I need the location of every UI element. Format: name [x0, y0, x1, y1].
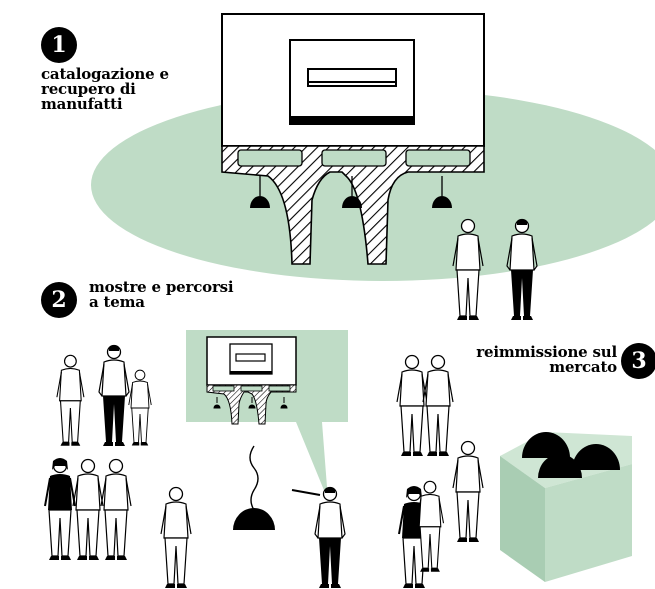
pendant-lamp	[233, 445, 275, 530]
visitor-man-shorts	[160, 486, 192, 589]
step-3-label: reimmissione sul mercato	[476, 343, 617, 376]
market-crate	[500, 432, 632, 582]
exhibition-panel	[186, 330, 348, 500]
step-2-label: mostre e percorsi a tema	[89, 278, 234, 311]
guide-pointing	[291, 486, 346, 589]
step-1-label: catalogazione e recupero di manufatti	[41, 65, 169, 113]
step-2-badge: 2	[41, 282, 77, 318]
visitors-group-2	[44, 457, 132, 561]
step-3-badge: 3	[621, 343, 655, 379]
visitors-group-3	[396, 354, 484, 589]
visitors-family	[56, 344, 152, 447]
step-1-badge: 1	[41, 27, 77, 63]
recovered-fixture-large	[221, 13, 485, 265]
